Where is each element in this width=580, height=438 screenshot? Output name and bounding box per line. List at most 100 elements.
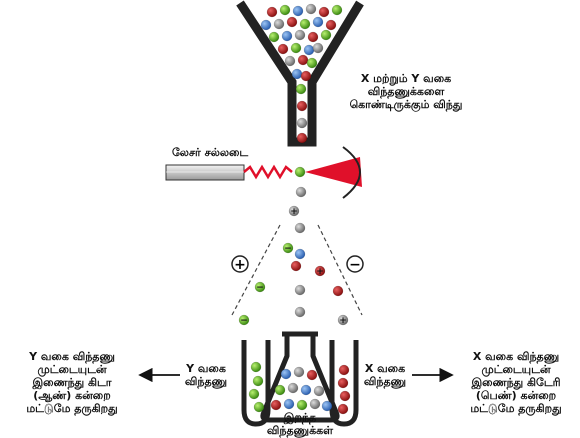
sperm-cell (325, 19, 337, 31)
sperm-cell (279, 4, 291, 16)
y-sperm-label-line-1: Y வகை (186, 362, 226, 375)
sperm-cell (280, 368, 292, 380)
charge-minus-mark: − (256, 283, 264, 293)
sperm-cell (268, 31, 280, 43)
sperm-cell (297, 54, 309, 66)
sperm-cell (321, 400, 333, 412)
sperm-cell (320, 29, 332, 41)
sperm-cell (309, 398, 321, 410)
sperm-cell (300, 70, 312, 82)
sperm-cell (294, 222, 306, 234)
funnel-caption: X மற்றும் Y வகை விந்தணுக்களை கொண்டிருக்க… (336, 72, 476, 111)
x-sperm-label: X வகை விந்தணு (355, 362, 415, 388)
funnel-caption-line-3: கொண்டிருக்கும் விந்து (349, 98, 463, 111)
funnel-sperm-cells (260, 3, 343, 144)
sperm-cell (337, 403, 349, 415)
sperm-cell (294, 29, 306, 41)
charge-plus-mark: + (339, 316, 347, 326)
sperm-cell (296, 117, 308, 129)
x-result-line-2: முட்டையுடன் (481, 363, 551, 376)
charge-minus-mark: − (240, 316, 248, 326)
sperm-cell (300, 384, 312, 396)
sperm-cell (296, 100, 308, 112)
sperm-cell (260, 19, 272, 31)
sperm-cell (305, 3, 317, 15)
sperm-cell (306, 57, 318, 69)
sperm-cell (252, 375, 264, 387)
sperm-cell (238, 314, 250, 326)
negative-electrode: − (346, 255, 364, 273)
y-result-line-3: இணைந்து கிடா (32, 376, 112, 389)
y-sperm-label-line-2: விந்தணு (184, 375, 228, 388)
minus-sign: − (349, 257, 361, 273)
sperm-cell (296, 132, 308, 144)
sperm-cell (294, 166, 306, 178)
dead-sperm-label-line-2: விந்தணுக்கள் (266, 424, 334, 437)
sperm-cell (290, 260, 302, 272)
x-sperm-label-line-2: விந்தணு (363, 375, 407, 388)
laser-target-arc (342, 146, 361, 199)
x-result-line-4: (பெண்) கன்றை (475, 389, 557, 402)
sorted-stream-cells: +−+−−+ (238, 166, 349, 326)
right-deflection-guide (317, 224, 363, 316)
funnel-caption-line-2: விந்தணுக்களை (367, 85, 445, 98)
sperm-cell (299, 18, 311, 30)
positive-electrode: + (231, 255, 249, 273)
laser-beam-zigzag (243, 164, 293, 180)
y-result-line-1: Y வகை விந்தணு (29, 350, 115, 363)
charge-minus-mark: − (284, 244, 292, 254)
y-result-line-2: முட்டையுடன் (37, 363, 107, 376)
sperm-cell (253, 401, 265, 413)
sperm-cell (284, 55, 296, 67)
dead-sperm-label: இறந்த விந்தணுக்கள் (255, 411, 345, 437)
sperm-cell (307, 31, 319, 43)
sperm-cell (306, 369, 318, 381)
dead-sperm-label-line-1: இறந்த (283, 411, 317, 424)
laser-red-cone (305, 157, 362, 187)
y-sperm-label: Y வகை விந்தணு (176, 362, 236, 388)
sperm-cell (331, 4, 343, 16)
x-result-line-3: இணைந்து கிடேரி (471, 376, 561, 389)
y-result-line-4: (ஆண்) கன்றை (33, 389, 111, 402)
sperm-cell (339, 390, 351, 402)
sperm-cell (250, 361, 262, 373)
sperm-cell (273, 18, 285, 30)
charge-plus-mark: + (316, 267, 324, 277)
left-deflection-guide (231, 224, 281, 316)
sperm-cell (332, 285, 344, 297)
sperm-cell (266, 6, 278, 18)
sperm-cell (270, 399, 282, 411)
x-sperm-label-line-1: X வகை (364, 362, 406, 375)
sperm-cell (296, 399, 308, 411)
sperm-cell (294, 284, 306, 296)
funnel-caption-line-1: X மற்றும் Y வகை (360, 72, 452, 85)
sperm-cell (274, 384, 286, 396)
sperm-cell (337, 377, 349, 389)
sperm-cell (293, 366, 305, 378)
sperm-cell (312, 42, 324, 54)
y-sperm-test-tube (241, 340, 271, 427)
sperm-cell (291, 68, 303, 80)
sperm-cell (277, 43, 289, 55)
sperm-cell (292, 5, 304, 17)
x-result-caption: X வகை விந்தணு முட்டையுடன் இணைந்து கிடேரி… (456, 350, 576, 415)
sperm-cell (294, 248, 306, 260)
sperm-cell (286, 16, 298, 28)
sperm-cell (314, 265, 326, 277)
sperm-cell (303, 44, 315, 56)
sperm-cell (318, 6, 330, 18)
sperm-cell (338, 364, 350, 376)
laser-device (165, 164, 245, 181)
sperm-cell (288, 205, 300, 217)
y-result-caption: Y வகை விந்தணு முட்டையுடன் இணைந்து கிடா (… (12, 350, 132, 415)
sperm-cell (294, 306, 306, 318)
sperm-cell (313, 385, 325, 397)
sperm-cell (282, 242, 294, 254)
sperm-cell (295, 186, 307, 198)
laser-label: லேசர் சல்லடை (172, 146, 249, 159)
sperm-cell (290, 42, 302, 54)
y-result-line-5: மட்டுமே தருகிறது (26, 402, 118, 415)
sperm-cell (281, 30, 293, 42)
dead-sperm-flask (260, 331, 340, 423)
